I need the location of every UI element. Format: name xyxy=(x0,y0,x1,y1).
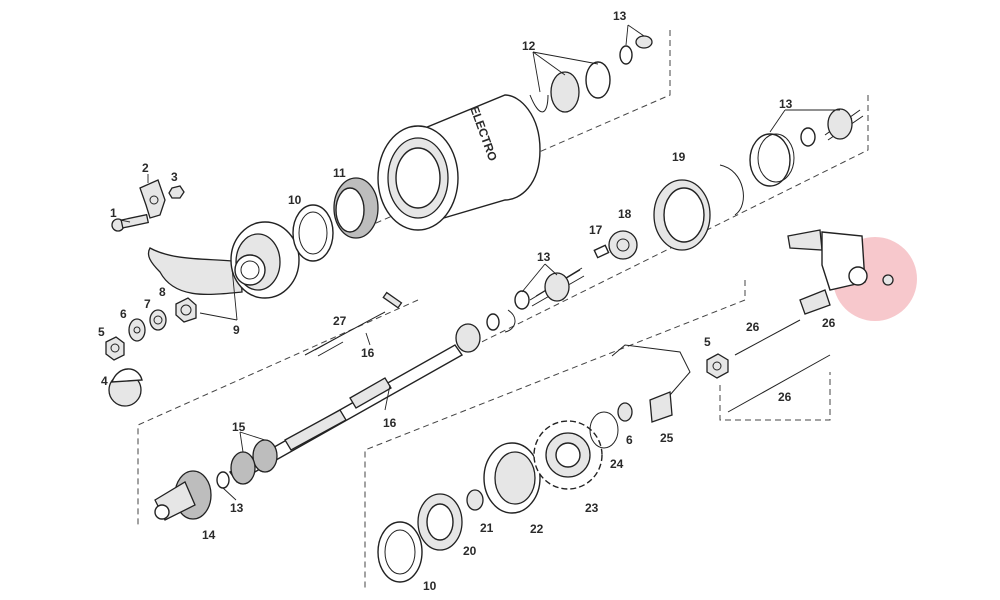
part-25-bell-crank xyxy=(611,344,691,423)
part-15-gears xyxy=(230,439,278,485)
label-8: 8 xyxy=(159,285,166,299)
part-22-dust-cap xyxy=(483,442,541,514)
part-5-nut-left xyxy=(105,336,125,361)
part-3-nut xyxy=(168,185,185,199)
label-21: 21 xyxy=(480,521,494,535)
part-10-ring-lower xyxy=(377,521,423,583)
part-11-bearing xyxy=(333,177,379,239)
assembly-outline-right xyxy=(719,372,831,421)
label-3: 3 xyxy=(171,170,178,184)
part-13-spring-axle xyxy=(455,309,516,353)
label-1: 1 xyxy=(110,206,117,220)
label-10-upper: 10 xyxy=(288,193,302,207)
label-2: 2 xyxy=(142,161,149,175)
label-27: 27 xyxy=(333,314,347,328)
label-4: 4 xyxy=(101,374,108,388)
part-21-ring xyxy=(466,489,484,511)
label-7: 7 xyxy=(144,297,151,311)
label-5-right: 5 xyxy=(704,335,711,349)
assembly-outline-bottom xyxy=(364,280,746,588)
part-24-snap-ring xyxy=(589,411,619,449)
part-13-washer-lower xyxy=(216,471,230,489)
part-10-ring-upper xyxy=(292,204,334,262)
part-9-brake-arm xyxy=(147,221,300,299)
part-19-clutch xyxy=(653,164,744,251)
label-9: 9 xyxy=(233,323,240,337)
label-25: 25 xyxy=(660,431,674,445)
part-6-washer-right xyxy=(617,402,633,422)
label-13-lower: 13 xyxy=(230,501,244,515)
part-2-clamp xyxy=(139,179,166,219)
label-23: 23 xyxy=(585,501,599,515)
label-6-right: 6 xyxy=(626,433,633,447)
part-13-spring-right xyxy=(749,108,864,187)
label-14: 14 xyxy=(202,528,216,542)
label-16-upper: 16 xyxy=(361,346,375,360)
part-23-sprocket xyxy=(533,420,603,490)
label-6-left: 6 xyxy=(120,307,127,321)
hub-shell: ELECTRO xyxy=(377,94,541,231)
label-11: 11 xyxy=(333,166,346,180)
label-16-lower: 16 xyxy=(383,416,397,430)
label-17: 17 xyxy=(589,223,603,237)
part-1-bolt xyxy=(111,213,150,232)
part-13-snap-ring-top xyxy=(619,35,653,65)
label-5-left: 5 xyxy=(98,325,105,339)
label-18: 18 xyxy=(618,207,632,221)
part-5-nut-right xyxy=(706,353,729,379)
label-12: 12 xyxy=(522,39,536,53)
part-6-washer-left xyxy=(128,318,146,342)
part-12-cone xyxy=(529,61,611,113)
leader-lines xyxy=(119,24,840,501)
label-13-right: 13 xyxy=(779,97,793,111)
part-17-pawl xyxy=(593,244,610,259)
part-26-rods xyxy=(727,289,831,413)
assembly-outline-left xyxy=(137,299,419,528)
label-19: 19 xyxy=(672,150,686,164)
part-labels: 1 2 3 4 5 5 6 6 7 8 9 10 10 11 12 13 13 … xyxy=(98,9,836,593)
part-20-bearing xyxy=(417,493,463,551)
label-20: 20 xyxy=(463,544,477,558)
label-26-right: 26 xyxy=(822,316,836,330)
part-4-cap-nut xyxy=(108,368,143,407)
part-7-washer xyxy=(149,309,167,331)
label-26-top: 26 xyxy=(746,320,760,334)
part-27-push-rod xyxy=(304,291,403,357)
part-8-nut xyxy=(175,297,197,323)
label-22: 22 xyxy=(530,522,544,536)
part-13-spring-mid xyxy=(514,267,585,310)
label-24: 24 xyxy=(610,457,624,471)
shifter-unit xyxy=(787,229,894,291)
part-18-gear xyxy=(608,230,638,260)
label-15: 15 xyxy=(232,420,246,434)
label-10-lower: 10 xyxy=(423,579,437,593)
label-26-lower: 26 xyxy=(778,390,792,404)
label-13-top: 13 xyxy=(613,9,627,23)
assembly-outline-mid xyxy=(394,95,869,386)
part-14-driver xyxy=(154,470,212,521)
label-13-mid: 13 xyxy=(537,250,551,264)
